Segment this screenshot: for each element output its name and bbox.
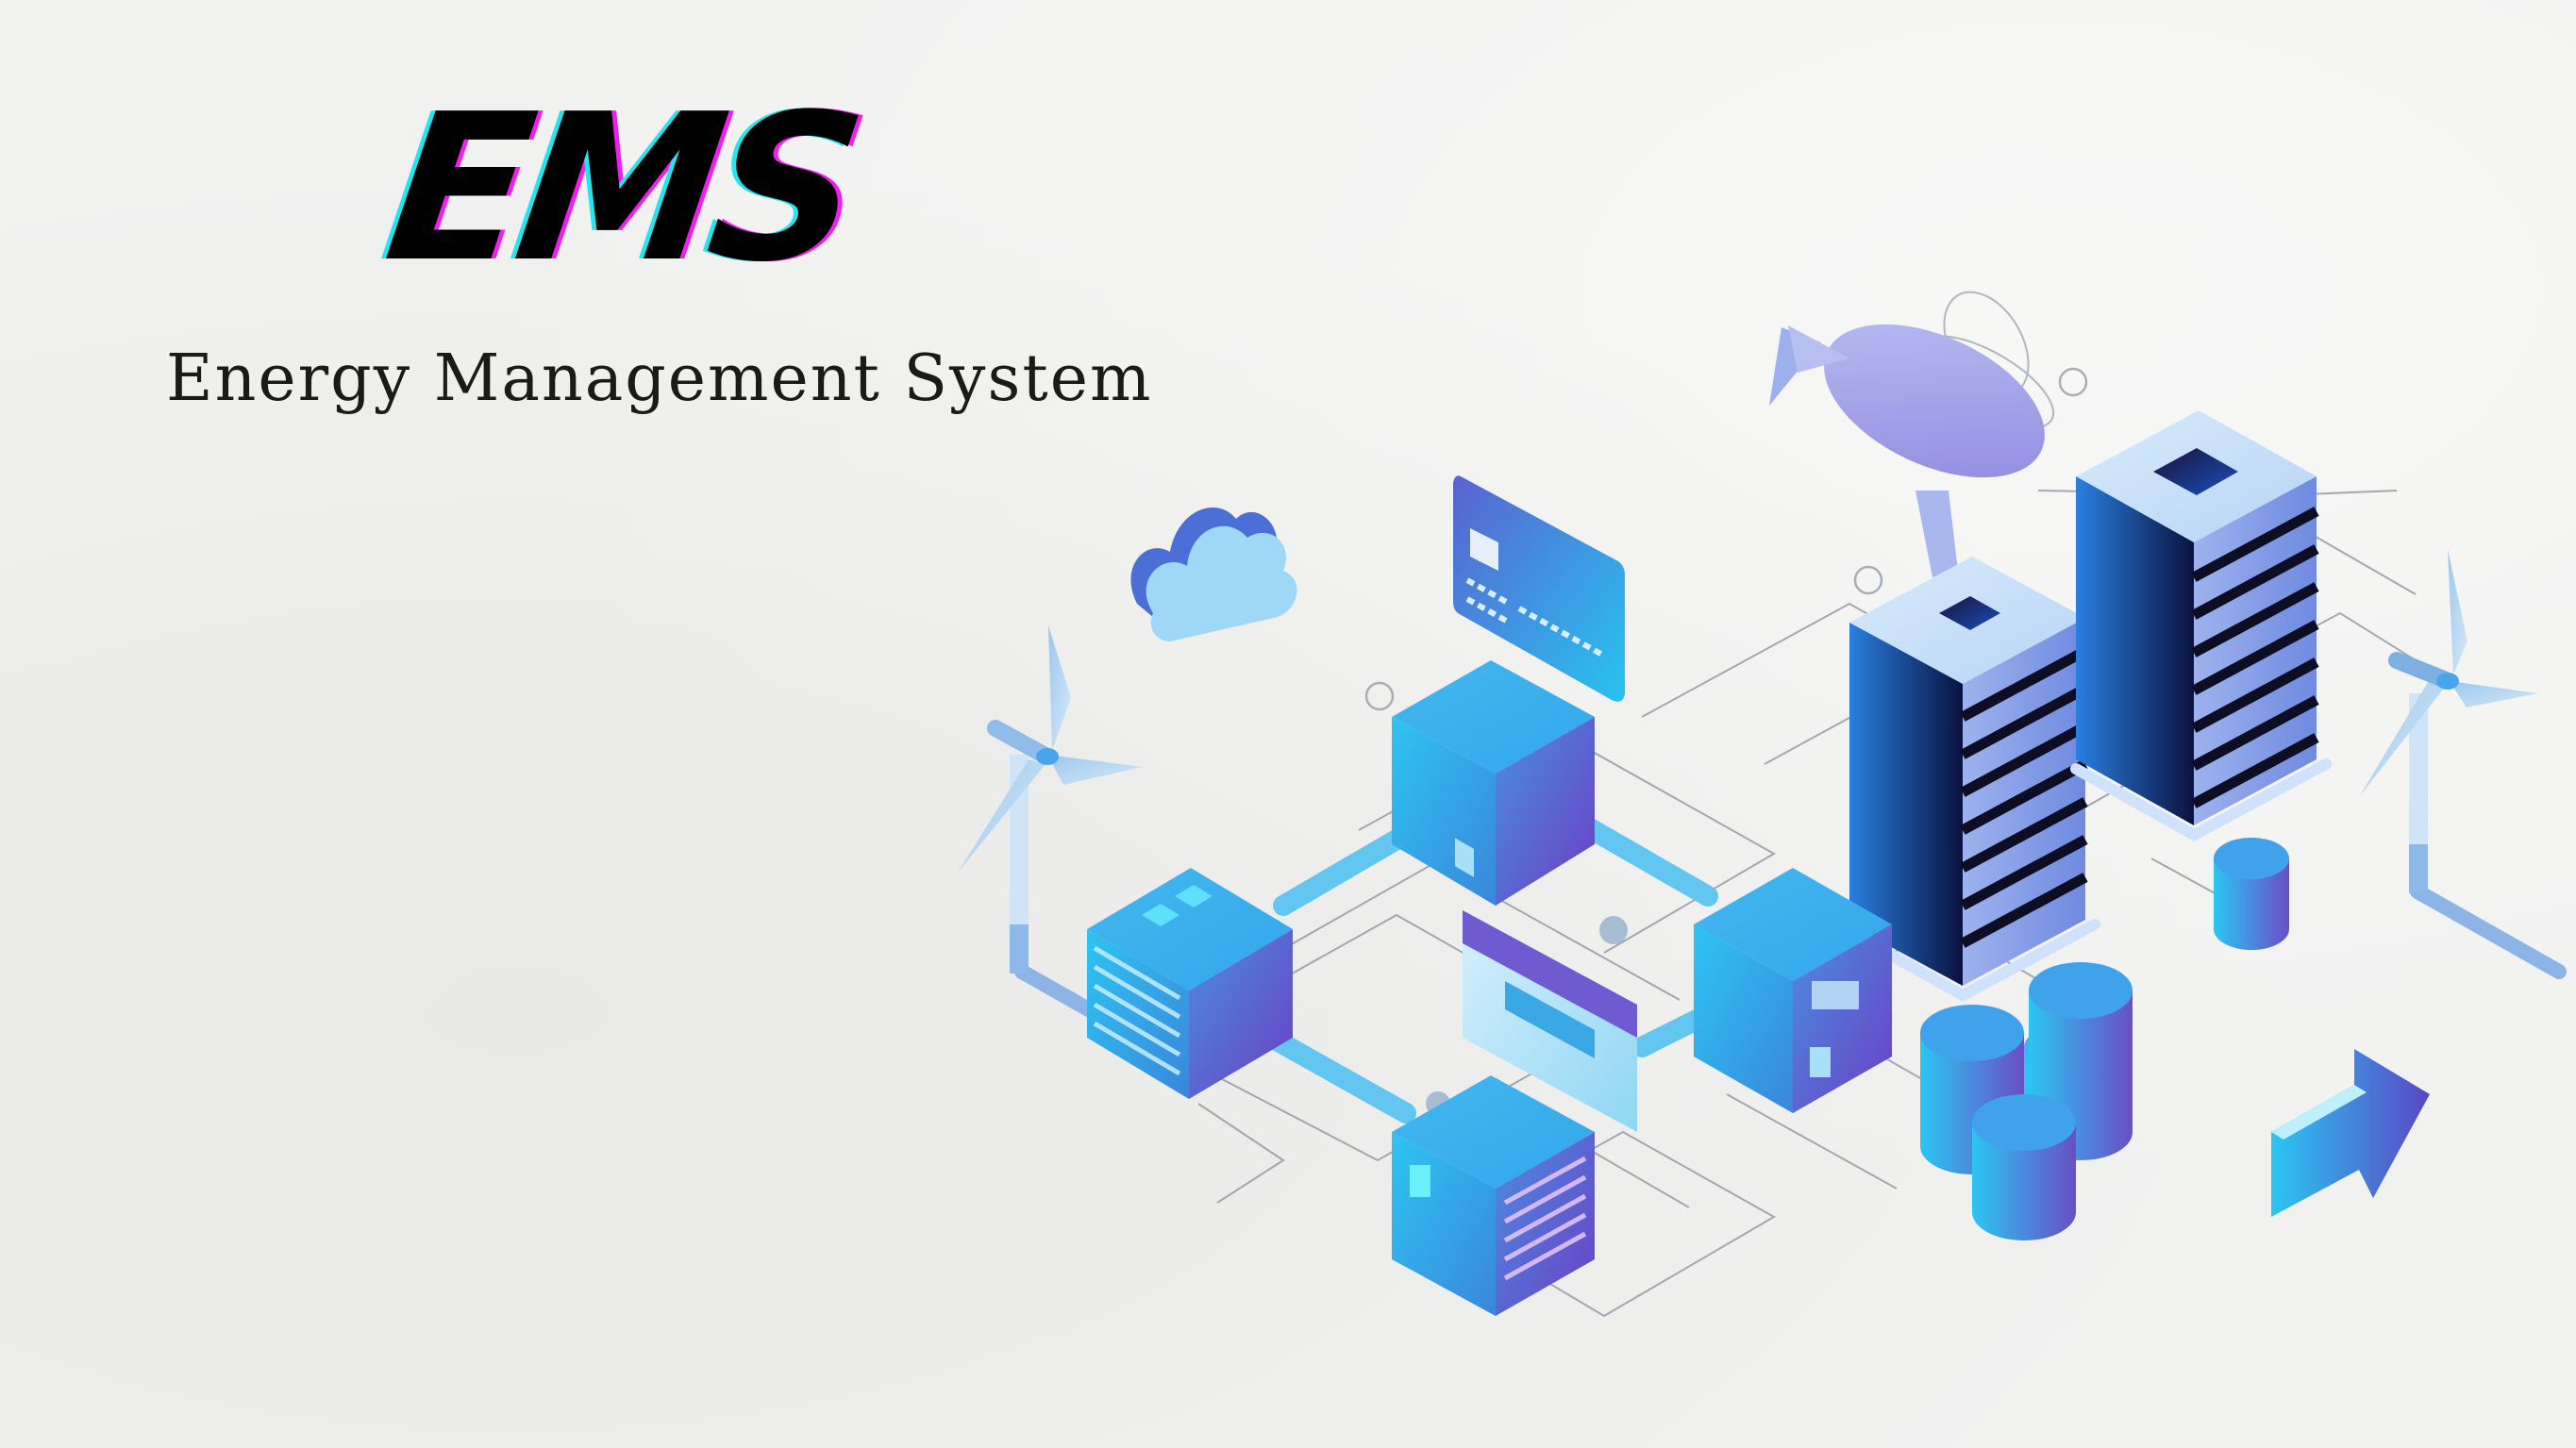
arrow-right-icon — [2271, 1049, 2430, 1217]
wind-turbine-right-icon — [2359, 549, 2567, 979]
network-node-left-icon — [1087, 868, 1293, 1099]
server-tower-short-icon — [1839, 557, 2100, 1002]
payment-card-icon — [1453, 475, 1625, 702]
network-node-bottom-icon — [1392, 1075, 1595, 1316]
coin-stack-icon — [1920, 838, 2289, 1240]
airship-icon — [1769, 291, 2055, 577]
page-subtitle: Energy Management System — [166, 341, 1153, 416]
circuit-dot — [1599, 916, 1628, 944]
network-node-top-icon — [1392, 660, 1595, 906]
network-node-right-icon — [1694, 868, 1892, 1113]
display-panel-icon — [1463, 910, 1637, 1132]
circuit-nodes — [1364, 367, 2088, 711]
cloud-icon — [1130, 507, 1297, 641]
server-tower-tall-icon — [2070, 410, 2332, 841]
